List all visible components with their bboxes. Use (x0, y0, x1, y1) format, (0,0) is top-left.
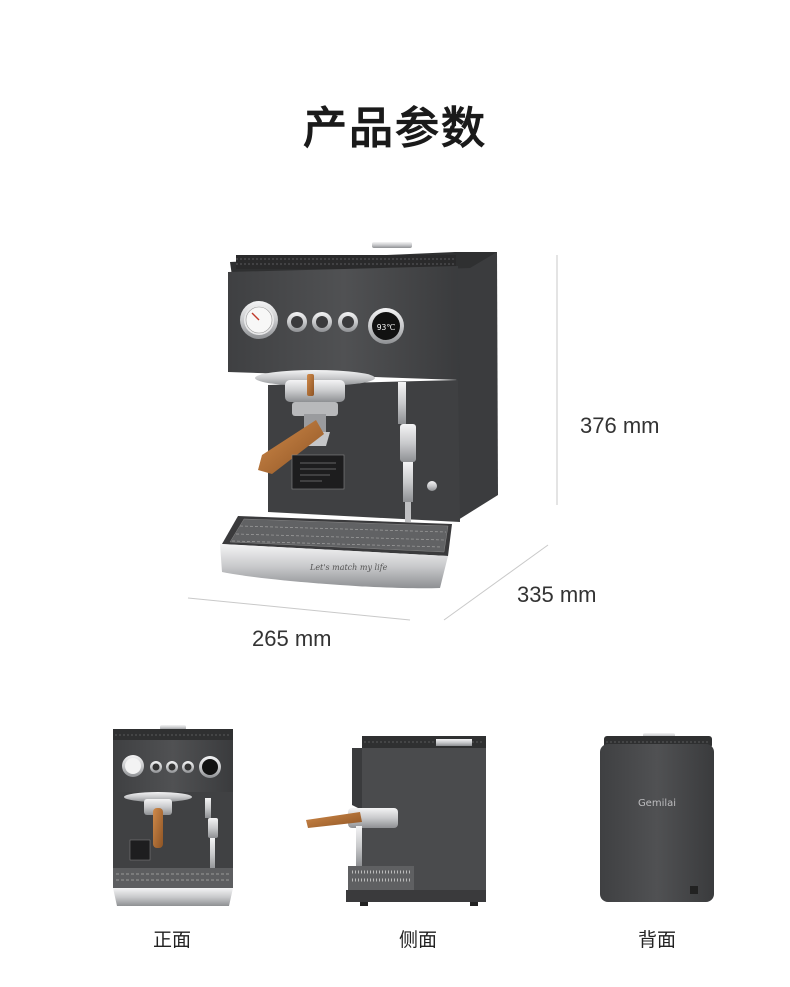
temperature-display: 93℃ (368, 308, 404, 344)
back-view-caption: 背面 (637, 929, 676, 951)
back-view-machine: Gemilai (600, 733, 714, 902)
side-view-caption: 侧面 (398, 929, 437, 951)
width-dimension-label: 265 mm (252, 626, 332, 651)
drip-tray: Let's match my life (220, 516, 452, 589)
height-dimension-label: 376 mm (580, 413, 660, 438)
steam-valve-icon (427, 481, 437, 491)
back-brand-text: Gemilai (638, 798, 676, 809)
depth-dimension-label: 335 mm (517, 582, 597, 607)
side-view-machine (306, 736, 486, 906)
machine-side-panel (455, 252, 498, 520)
tray-script-text: Let's match my life (309, 563, 388, 572)
main-machine: 93℃ (220, 242, 498, 589)
pressure-gauge-icon (240, 301, 278, 339)
depth-guide (443, 544, 549, 621)
portafilter-pin (307, 374, 314, 396)
model-plate (291, 454, 345, 490)
width-guide (187, 597, 411, 621)
page-title: 产品参数 (303, 103, 487, 154)
steam-wand (398, 382, 416, 522)
control-knobs (287, 312, 358, 332)
top-grille (236, 255, 456, 269)
dimension-guides (187, 255, 558, 621)
front-view-caption: 正面 (152, 929, 191, 951)
portafilter-handle (258, 420, 324, 474)
top-handle (372, 242, 412, 248)
front-view-machine (113, 725, 233, 906)
display-temperature-text: 93℃ (377, 323, 396, 332)
